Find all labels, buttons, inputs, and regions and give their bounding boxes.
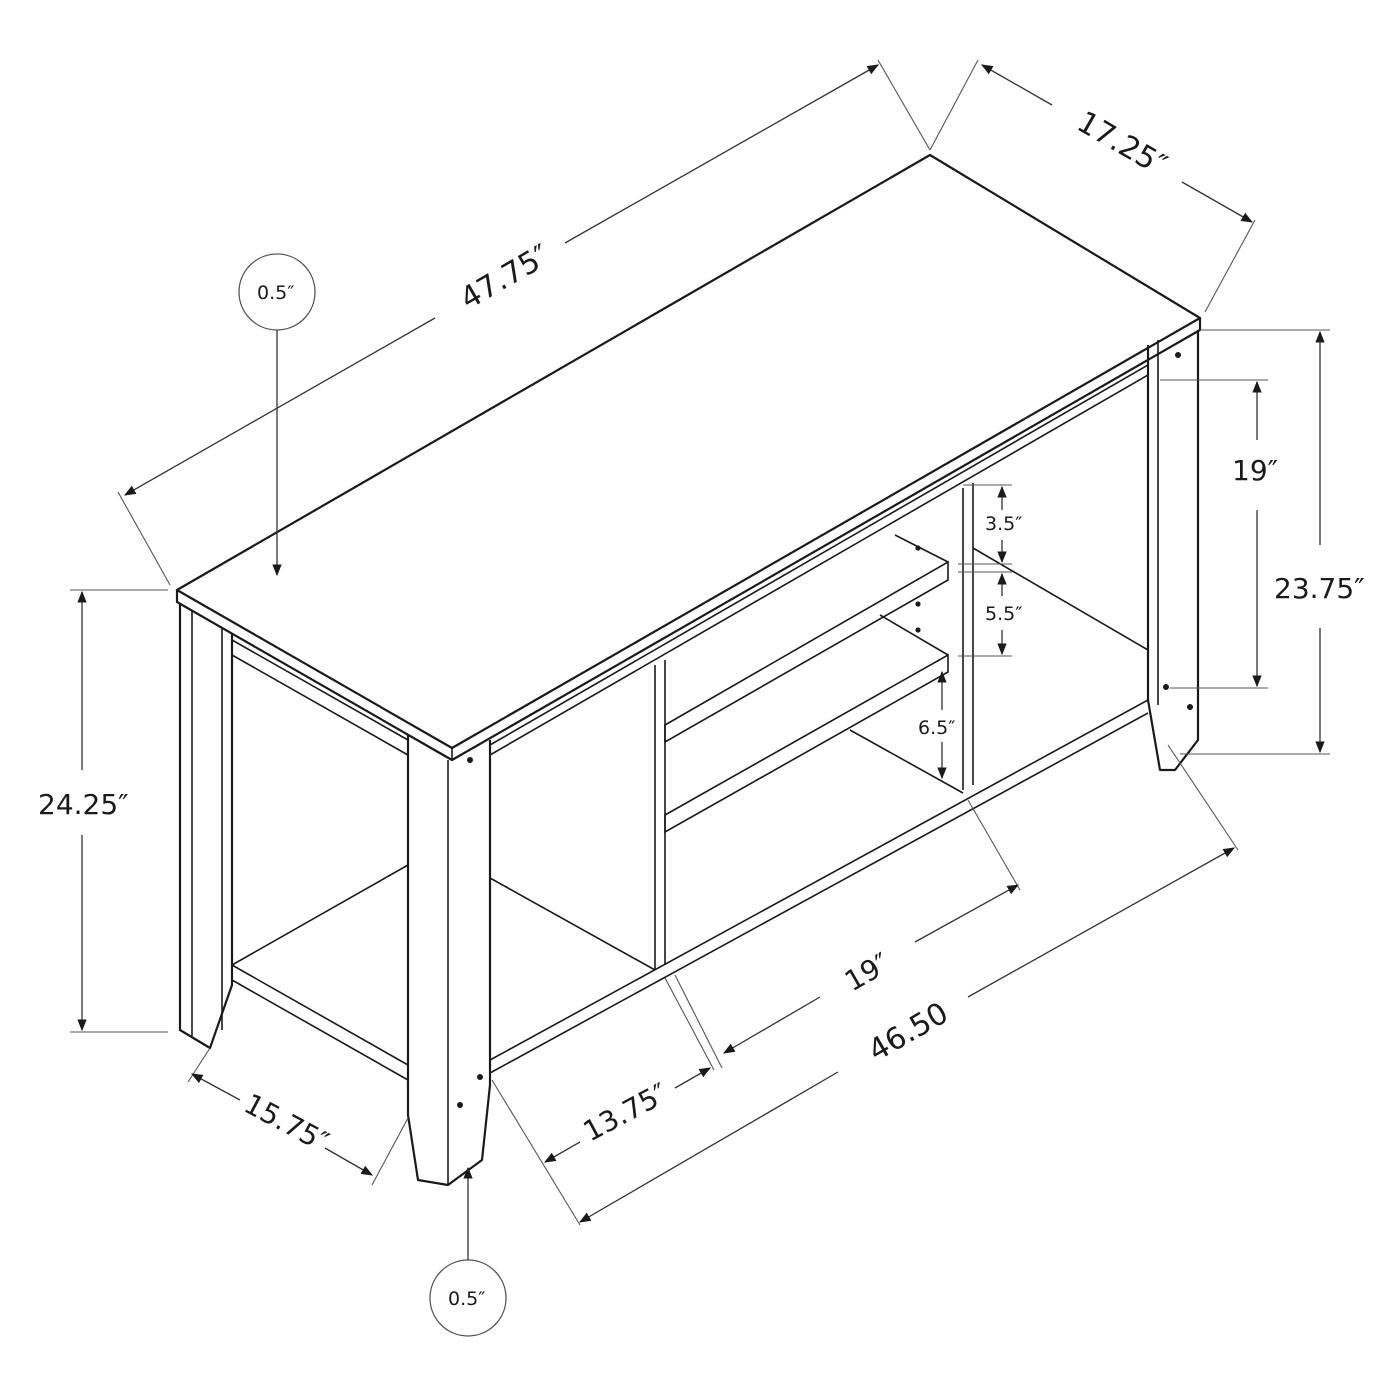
upper-shelf	[664, 534, 949, 744]
table-top	[175, 153, 1202, 750]
right-back-leg	[1146, 330, 1200, 772]
dimension-back-height: 23.75″	[1180, 329, 1365, 755]
shelf-gap-top-label: 3.5″	[985, 513, 1022, 535]
depth-label: 17.25″	[1071, 105, 1173, 184]
tv-stand-body	[175, 153, 1202, 1187]
center-partition-left	[654, 660, 666, 970]
right-partition	[962, 483, 1149, 790]
side-depth-label: 15.75″	[239, 1087, 335, 1159]
dimension-side-depth: 15.75″	[187, 1047, 409, 1186]
dimension-overall-length: 47.75″	[117, 59, 931, 586]
dimension-inner-height: 19″	[1160, 379, 1278, 689]
dimension-shelf-gaps: 3.5″ 5.5″ 6.5″	[918, 484, 1022, 780]
front-center-leg	[406, 734, 492, 1187]
shelf-gap-middle-label: 5.5″	[985, 603, 1022, 625]
left-compartment-label: 13.75″	[578, 1076, 674, 1148]
top-thickness-label: 0.5″	[257, 282, 294, 304]
length-label: 47.75″	[455, 238, 557, 317]
callout-leg-thickness: 0.5″	[429, 1166, 507, 1337]
middle-compartment-label: 19″	[839, 946, 895, 998]
dimension-overall-depth: 17.25″	[929, 59, 1256, 313]
dimension-left-compartment: 13.75″	[491, 974, 723, 1226]
front-height-label: 24.25″	[38, 788, 129, 821]
shelf-gap-bottom-label: 6.5″	[918, 717, 955, 739]
callout-top-thickness: 0.5″	[238, 253, 316, 577]
leg-thickness-label: 0.5″	[448, 1288, 485, 1310]
dimension-front-height: 24.25″	[38, 589, 168, 1033]
back-height-label: 23.75″	[1274, 572, 1365, 605]
inner-length-label: 46.50	[863, 996, 955, 1069]
lower-shelf	[664, 614, 964, 834]
dimension-middle-compartment: 19″	[722, 799, 1021, 1054]
inner-height-label: 19″	[1232, 454, 1278, 487]
left-side-panel	[231, 639, 409, 1081]
left-front-leg	[178, 604, 234, 1050]
